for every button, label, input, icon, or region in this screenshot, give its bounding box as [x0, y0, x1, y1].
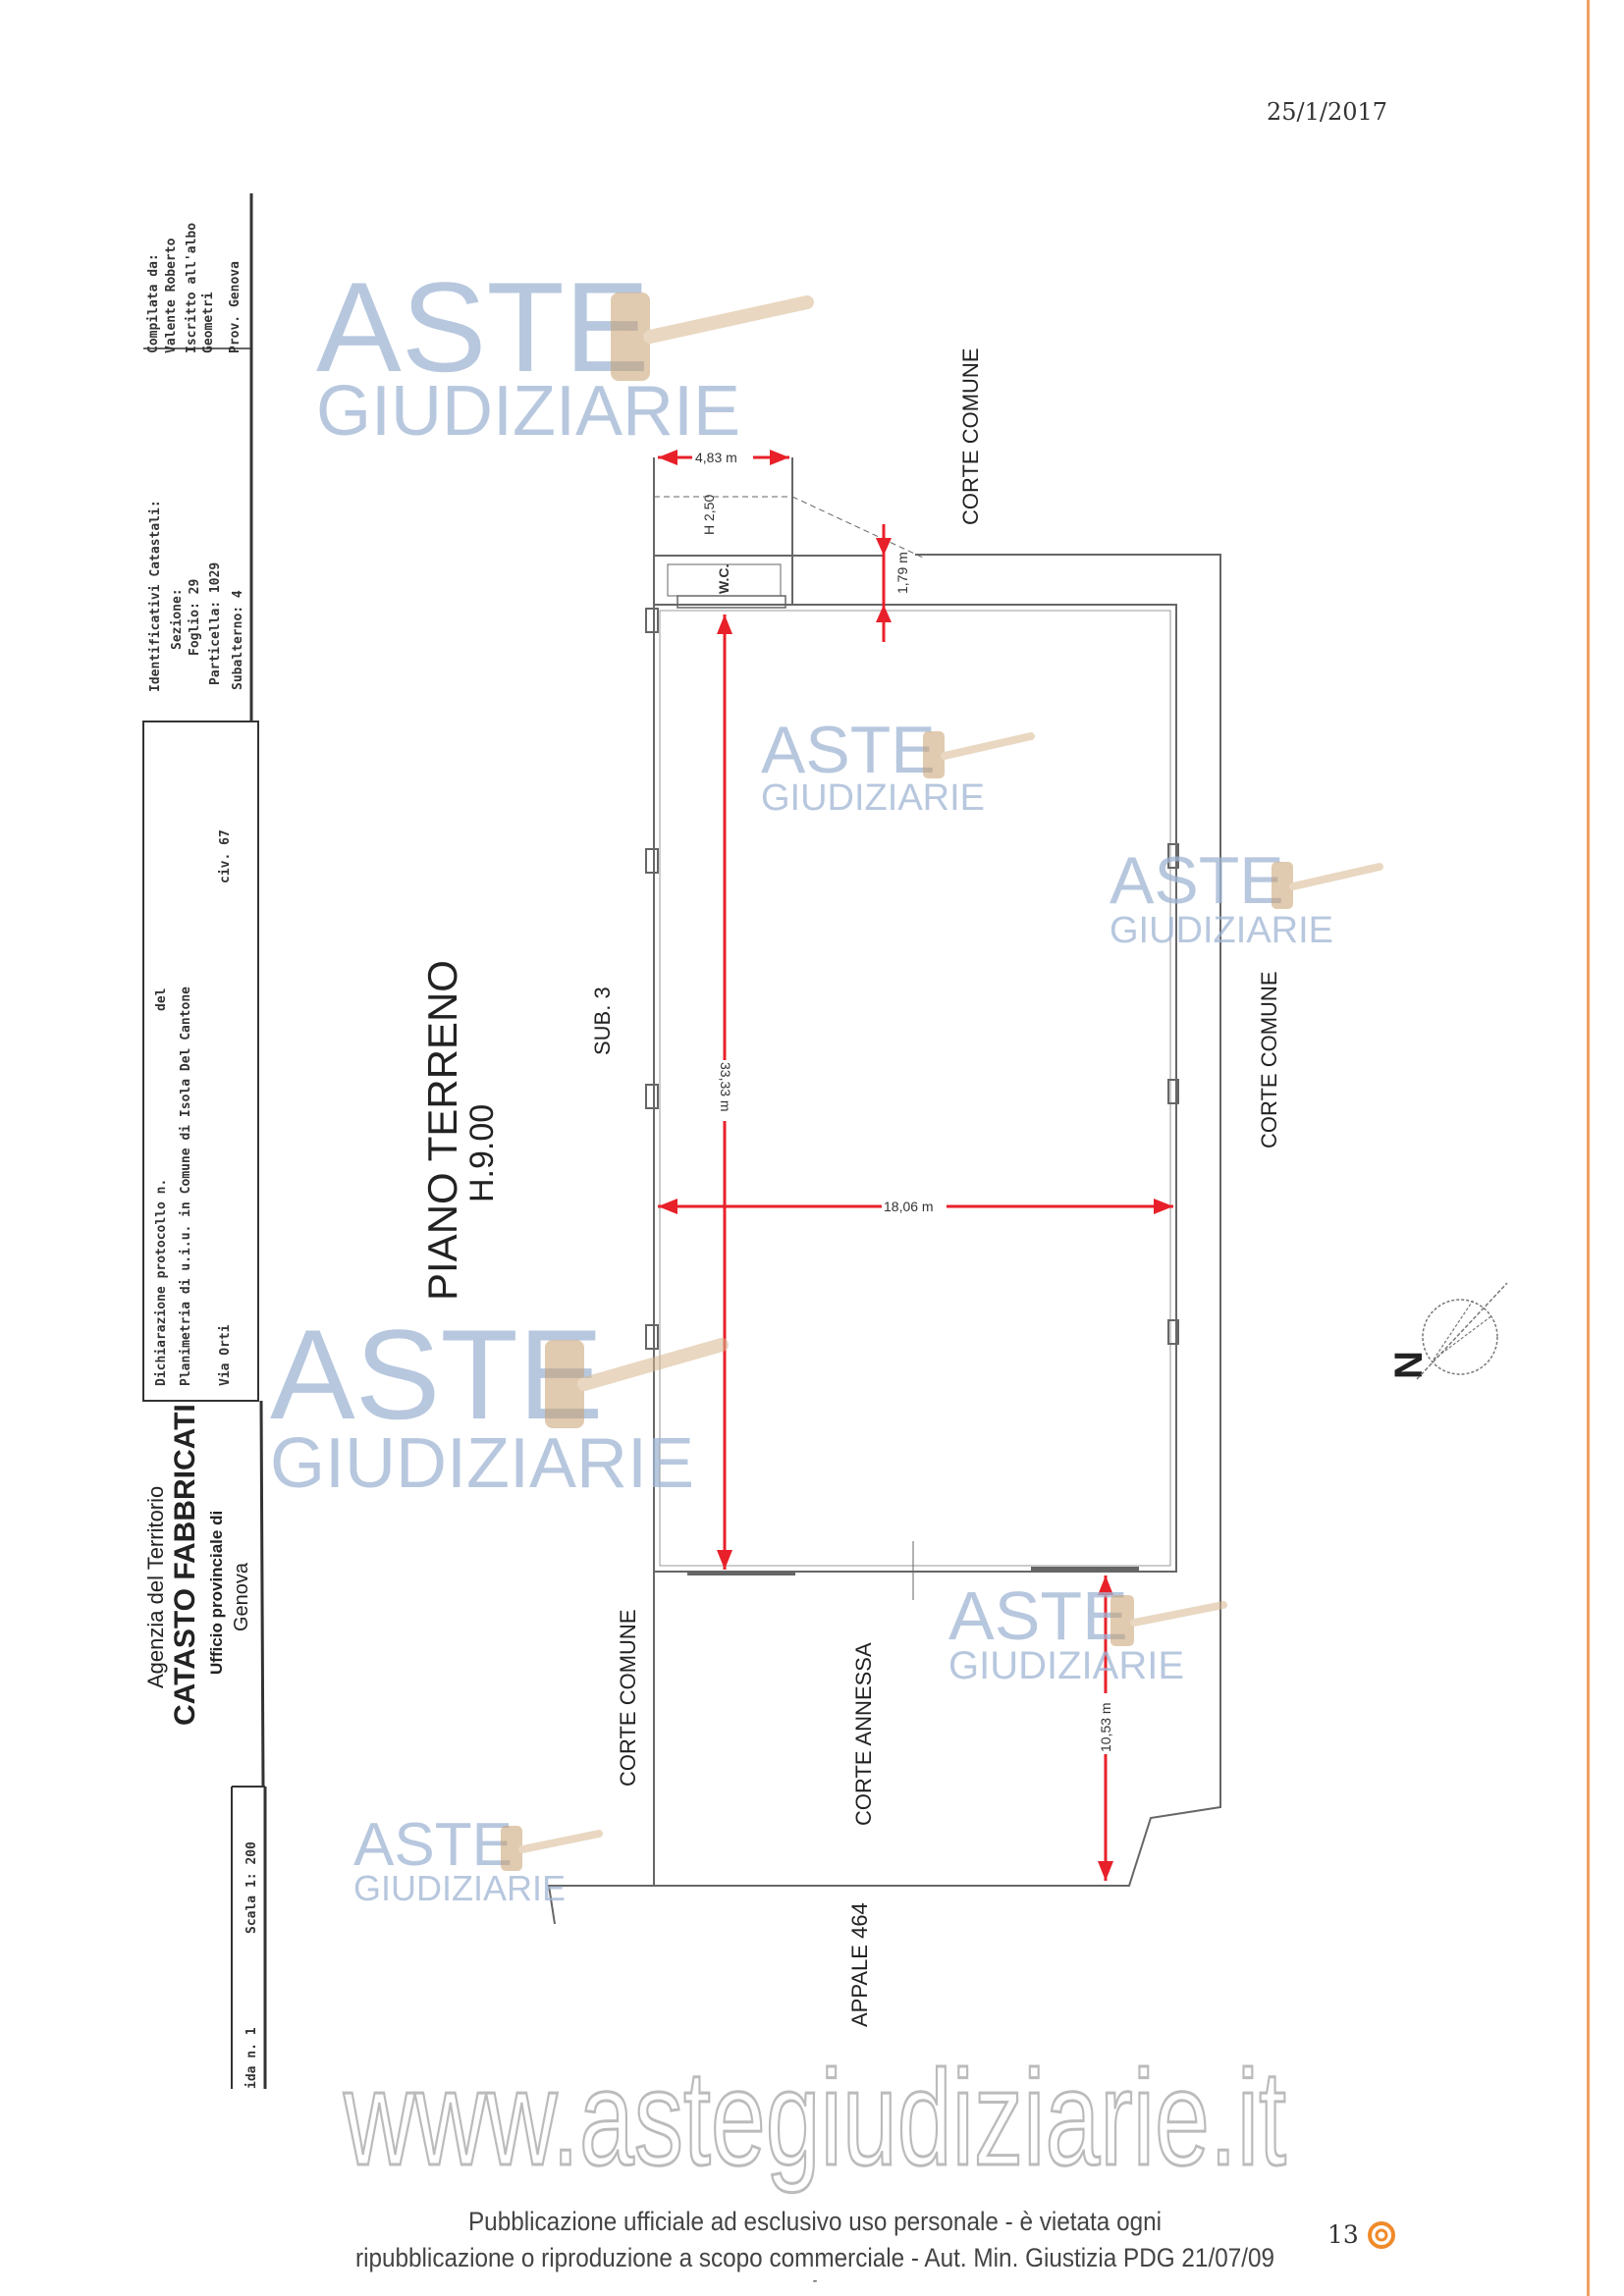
svg-text:W.C.: W.C.: [716, 564, 731, 594]
svg-text:Compilata da:: Compilata da:: [146, 253, 161, 353]
svg-text:CORTE ANNESSA: CORTE ANNESSA: [851, 1642, 876, 1826]
svg-text:CORTE COMUNE: CORTE COMUNE: [616, 1610, 640, 1788]
floor-title: PIANO TERRENO: [419, 960, 465, 1301]
svg-text:Particella: 1029: Particella: 1029: [208, 562, 223, 685]
north-compass-icon: N: [1387, 1282, 1508, 1380]
svg-text:CORTE COMUNE: CORTE COMUNE: [958, 348, 983, 526]
svg-text:CATASTO FABBRICATI: CATASTO FABBRICATI: [169, 1404, 201, 1726]
svg-text:1,79 m: 1,79 m: [894, 552, 910, 594]
svg-text:Iscritto all'albo: Iscritto all'albo: [185, 223, 199, 353]
agency-info: Agenzia del Territorio CATASTO FABBRICAT…: [143, 1404, 259, 2089]
compiler-info: Compilata da: Valente Roberto Iscritto a…: [146, 223, 243, 353]
watermark-logo: ASTE GIUDIZIARIE: [761, 713, 1035, 819]
dimension-labels: 4,83 m 1,79 m 33,33 m 18,06 m 10,53 m W.…: [692, 447, 1115, 1754]
svg-text:Sezione:: Sezione:: [170, 588, 185, 650]
page-number: 13: [1327, 2220, 1359, 2249]
title-block: [142, 193, 267, 2089]
watermark-logo: ASTE GIUDIZIARIE: [353, 1811, 603, 1908]
svg-text:Prov. Genova: Prov. Genova: [228, 261, 243, 353]
svg-text:Genova: Genova: [231, 1562, 252, 1631]
svg-text:GIUDIZIARIE: GIUDIZIARIE: [761, 777, 985, 819]
svg-text:GIUDIZIARIE: GIUDIZIARIE: [316, 372, 740, 451]
gavel-icon: [611, 293, 814, 381]
svg-text:Ufficio provinciale di: Ufficio provinciale di: [207, 1511, 226, 1675]
svg-text:SUB. 3: SUB. 3: [590, 987, 615, 1055]
sheet-label: ida n. 1: [244, 2027, 259, 2089]
svg-text:ASTE: ASTE: [948, 1577, 1128, 1654]
svg-text:APPALE 464: APPALE 464: [847, 1902, 872, 2027]
watermark-logo: ASTE GIUDIZIARIE: [316, 255, 814, 451]
svg-text:Via Orti: Via Orti: [218, 1324, 233, 1386]
svg-text:Planimetria di u.i.u. in Comun: Planimetria di u.i.u. in Comune di Isola…: [179, 987, 193, 1386]
declaration-info: Dichiarazione protocollo n. del Planimet…: [154, 829, 233, 1386]
footer-line-1: Pubblicazione ufficiale ad esclusivo uso…: [467, 2207, 1163, 2236]
svg-text:ASTE: ASTE: [761, 713, 936, 787]
building-walls: [547, 457, 1221, 1925]
target-logo-icon: [1368, 2221, 1395, 2249]
svg-text:Valente Roberto: Valente Roberto: [164, 238, 179, 353]
svg-text:civ. 67: civ. 67: [218, 829, 233, 883]
svg-text:Foglio: 29: Foglio: 29: [188, 579, 202, 656]
svg-text:del: del: [154, 988, 169, 1011]
svg-text:H 2,50: H 2,50: [701, 495, 717, 535]
svg-text:18,06 m: 18,06 m: [884, 1199, 934, 1214]
svg-text:ASTE: ASTE: [353, 1811, 513, 1879]
document-date: 25/1/2017: [1267, 98, 1388, 126]
svg-text:GIUDIZIARIE: GIUDIZIARIE: [353, 1868, 566, 1908]
svg-text:ASTE: ASTE: [316, 255, 650, 399]
watermark-logos: ASTE GIUDIZIARIE ASTE GIUDIZIARIE ASTE G…: [270, 255, 1383, 2196]
watermark-logo: ASTE GIUDIZIARIE: [1110, 843, 1383, 951]
svg-text:Geometri: Geometri: [201, 292, 216, 353]
watermark-url: www.astegiudiziarie.it: [343, 2043, 1286, 2194]
footer-line-2: ripubblicazione o riproduzione a scopo c…: [354, 2243, 1274, 2272]
scale-label: Scala 1: 200: [244, 1842, 259, 1934]
svg-text:Agenzia del Territorio: Agenzia del Territorio: [143, 1486, 168, 1688]
floor-height: H.9.00: [463, 1104, 501, 1202]
svg-text:4,83 m: 4,83 m: [695, 450, 737, 465]
footer-line-3: -: [812, 2272, 818, 2289]
area-labels: CORTE COMUNE CORTE COMUNE CORTE COMUNE C…: [419, 348, 1281, 2028]
svg-text:ASTE: ASTE: [1110, 843, 1284, 918]
watermark-logo: ASTE GIUDIZIARIE: [948, 1577, 1227, 1687]
svg-text:GIUDIZIARIE: GIUDIZIARIE: [270, 1424, 694, 1503]
svg-text:CORTE COMUNE: CORTE COMUNE: [1257, 972, 1281, 1149]
svg-text:Subalterno: 4: Subalterno: 4: [231, 590, 245, 690]
svg-text:N: N: [1387, 1351, 1431, 1379]
svg-text:GIUDIZIARIE: GIUDIZIARIE: [948, 1644, 1184, 1687]
svg-text:Dichiarazione protocollo n.: Dichiarazione protocollo n.: [154, 1179, 169, 1386]
svg-text:10,53 m: 10,53 m: [1098, 1702, 1113, 1752]
svg-text:GIUDIZIARIE: GIUDIZIARIE: [1110, 910, 1333, 951]
watermark-logo: ASTE GIUDIZIARIE: [270, 1303, 729, 1503]
svg-text:33,33 m: 33,33 m: [718, 1062, 733, 1112]
page-edge-line: [1587, 0, 1590, 2296]
cadastral-identifiers: Identificativi Catastali: Sezione: Fogli…: [148, 500, 245, 692]
svg-text:Identificativi Catastali:: Identificativi Catastali:: [148, 500, 163, 692]
